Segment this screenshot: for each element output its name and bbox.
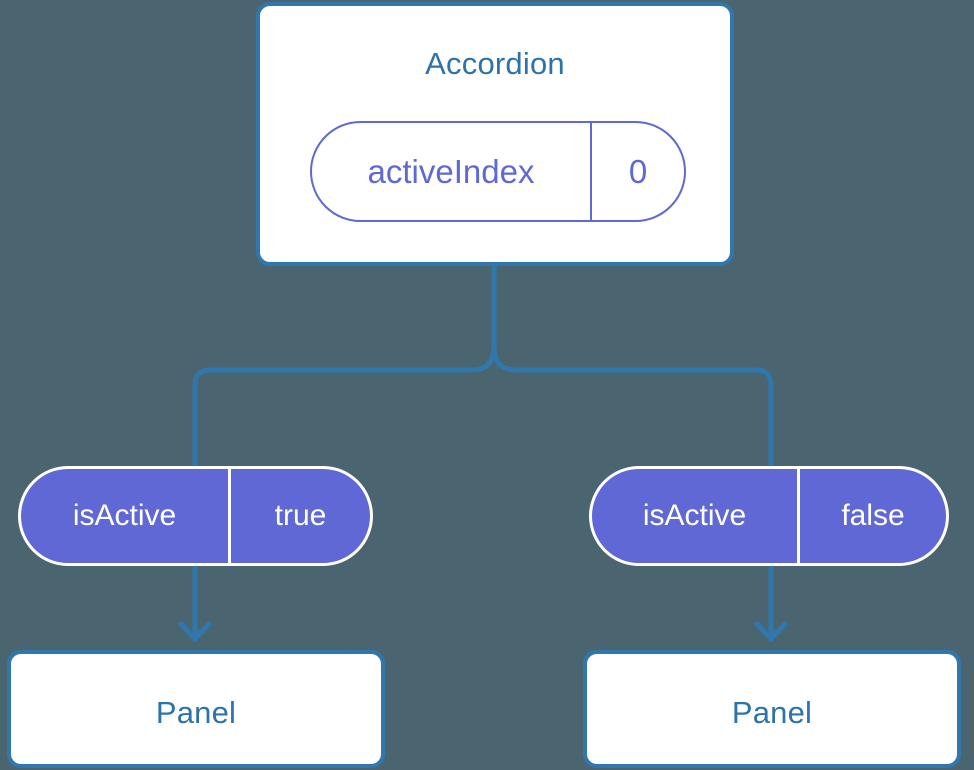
edge-to-right-branch [491, 342, 774, 469]
node-accordion-title: Accordion [425, 46, 565, 81]
arrowhead-left-icon [178, 621, 212, 642]
prop-pill-is-active-false-key: isActive [592, 469, 800, 563]
state-pill-active-index[interactable]: activeIndex 0 [310, 121, 686, 222]
prop-pill-is-active-true-value: true [274, 499, 327, 532]
node-accordion[interactable]: Accordion activeIndex 0 [256, 2, 734, 266]
prop-pill-is-active-false-value: false [841, 499, 905, 532]
prop-pill-is-active-true[interactable]: isActive true [18, 466, 373, 566]
node-panel-right-title: Panel [731, 695, 813, 730]
node-panel-left[interactable]: Panel [7, 650, 385, 768]
state-pill-active-index-key: activeIndex [312, 123, 592, 220]
node-panel-right[interactable]: Panel [583, 650, 961, 768]
state-pill-active-index-value: 0 [628, 152, 648, 190]
prop-pill-is-active-false[interactable]: isActive false [589, 466, 949, 566]
arrowhead-right-icon [754, 621, 788, 642]
prop-pill-is-active-true-key: isActive [21, 469, 231, 563]
edge-to-left-branch [192, 342, 497, 469]
node-panel-left-title: Panel [155, 695, 237, 730]
